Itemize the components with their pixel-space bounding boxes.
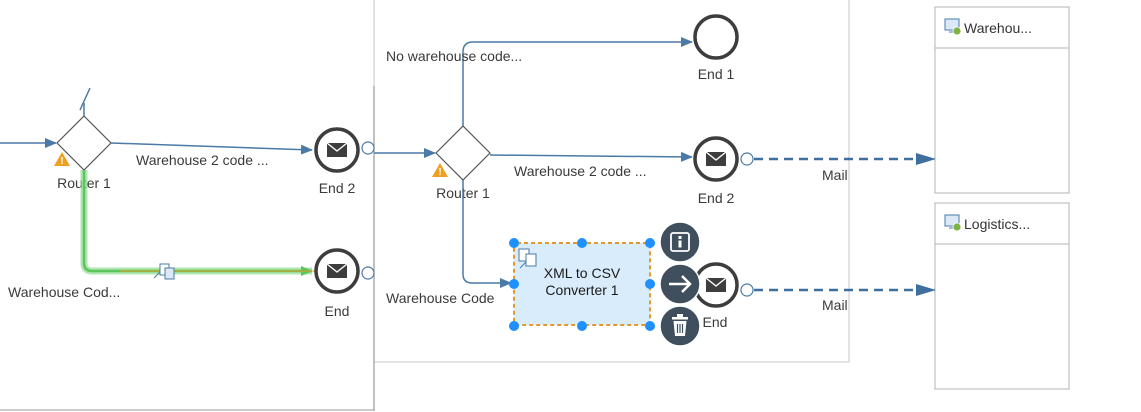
- left-end-2-connector[interactable]: [361, 141, 375, 155]
- task-name-line-1: XML to CSV: [544, 265, 621, 281]
- left-end-2-label: End 2: [319, 180, 356, 196]
- left-end-label: End: [325, 303, 350, 319]
- main-end-2-label: End 2: [698, 190, 735, 206]
- system-icon: [944, 18, 962, 36]
- mail-label-2: Mail: [822, 297, 848, 313]
- receiver-warehouse-title: Warehou...: [964, 20, 1032, 36]
- receiver-pool-logistics[interactable]: Logistics...: [934, 202, 1070, 390]
- mail-label-1: Mail: [822, 167, 848, 183]
- main-end-label: End: [703, 314, 728, 330]
- main-end-2-connector[interactable]: [740, 152, 754, 166]
- converter-task-icon: [518, 248, 537, 269]
- connect-arrow-icon: [669, 275, 692, 293]
- left-router-default-marker: [79, 87, 91, 111]
- info-icon: [670, 232, 690, 252]
- info-button[interactable]: [659, 221, 701, 263]
- resize-handle-s: [577, 321, 587, 331]
- resize-handle-sw: [509, 321, 519, 331]
- main-top-route-label: No warehouse code...: [386, 48, 522, 64]
- main-top-route[interactable]: [462, 37, 693, 126]
- resize-handle-n: [577, 238, 587, 248]
- receiver-logistics-title: Logistics...: [964, 216, 1030, 232]
- left-lower-route-label: Warehouse Cod...: [8, 284, 120, 300]
- left-upper-route[interactable]: [110, 142, 313, 155]
- left-upper-route-label: Warehouse 2 code ...: [136, 152, 269, 168]
- left-panel-background: [0, 0, 374, 411]
- resize-handle-w: [509, 279, 519, 289]
- main-end-connector[interactable]: [740, 283, 754, 297]
- connect-button[interactable]: [659, 263, 701, 305]
- main-end-event[interactable]: [693, 262, 739, 308]
- task-resize-handles[interactable]: [509, 238, 655, 331]
- receiver-pool-warehouse[interactable]: Warehou...: [934, 6, 1070, 194]
- resize-handle-se: [645, 321, 655, 331]
- main-bottom-route-label: Warehouse Code: [386, 290, 495, 306]
- delete-button[interactable]: [659, 305, 701, 347]
- left-router-warning-icon: !: [54, 152, 70, 167]
- xml-to-csv-converter-task[interactable]: XML to CSV Converter 1: [513, 242, 651, 326]
- main-router-warning-icon: !: [432, 163, 448, 178]
- left-end-connector[interactable]: [361, 266, 375, 280]
- task-name-line-2: Converter 1: [545, 282, 618, 298]
- main-mid-route-label: Warehouse 2 code ...: [514, 163, 647, 179]
- main-mid-route[interactable]: [489, 151, 693, 162]
- converter-drag-icon: [153, 263, 175, 280]
- resize-handle-e: [645, 279, 655, 289]
- svg-text:!: !: [438, 167, 441, 178]
- main-end-2-event[interactable]: [693, 136, 739, 182]
- resize-handle-nw: [509, 238, 519, 248]
- left-process-panel: ! Router 1 Warehouse 2 code ... Warehous…: [0, 0, 375, 411]
- left-end-event[interactable]: [314, 248, 360, 294]
- resize-handle-ne: [645, 238, 655, 248]
- main-bottom-route[interactable]: [462, 180, 512, 288]
- left-end-2-event[interactable]: [314, 127, 360, 173]
- main-end-1-event[interactable]: [693, 14, 739, 60]
- svg-text:!: !: [60, 156, 63, 167]
- left-lower-route-selected-core: [82, 170, 313, 276]
- system-icon: [944, 214, 962, 232]
- delete-icon: [672, 314, 688, 336]
- main-end-1-label: End 1: [698, 66, 735, 82]
